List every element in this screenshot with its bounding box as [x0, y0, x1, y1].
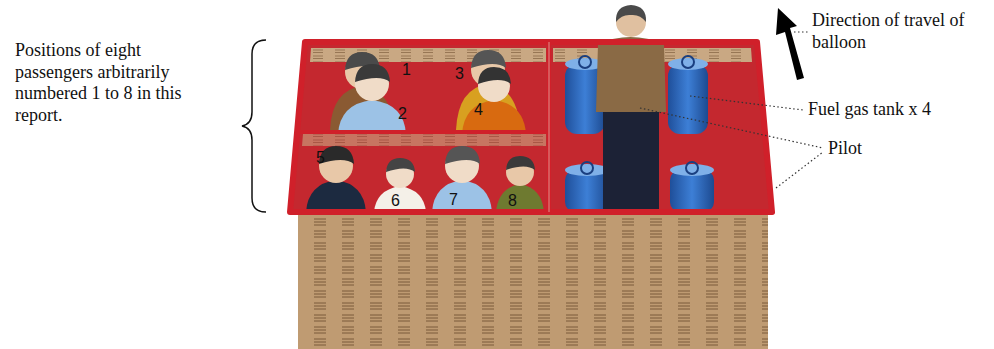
back-wall [310, 48, 546, 62]
bracket [242, 40, 266, 212]
fuel-gas-tank [565, 162, 609, 212]
callout-number: 3 [455, 66, 464, 82]
basket-rim [290, 42, 772, 212]
direction-arrow [776, 8, 804, 80]
pilot-figure [596, 5, 666, 212]
fuel-gas-tank [668, 56, 708, 134]
callout-number: 4 [474, 102, 483, 118]
callout-number: 6 [391, 193, 400, 209]
passenger-4 [462, 67, 526, 134]
callout-label: Fuel gas tank x 4 [808, 99, 931, 121]
passenger-8 [496, 156, 544, 212]
callout-number: 7 [449, 192, 458, 208]
basket-interior [290, 42, 772, 212]
passenger-5 [306, 146, 366, 212]
passenger-7 [432, 146, 492, 212]
callout-number: 5 [316, 150, 325, 166]
callout-number: 8 [508, 193, 517, 209]
fuel-gas-tank [670, 162, 714, 212]
divider [298, 130, 549, 134]
callout-label: Pilot [828, 138, 862, 160]
divider [547, 42, 551, 212]
callout-number: 1 [402, 62, 411, 78]
leader-line [640, 32, 823, 188]
callout-number: 2 [398, 106, 407, 122]
divider-wall [302, 134, 546, 146]
passenger-2 [338, 64, 406, 134]
wicker-wall [298, 212, 768, 349]
callout-label: Direction of travel of balloon [812, 10, 982, 53]
passenger-6 [374, 158, 426, 212]
annotation-text: Positions of eight passengers arbitraril… [15, 40, 215, 126]
